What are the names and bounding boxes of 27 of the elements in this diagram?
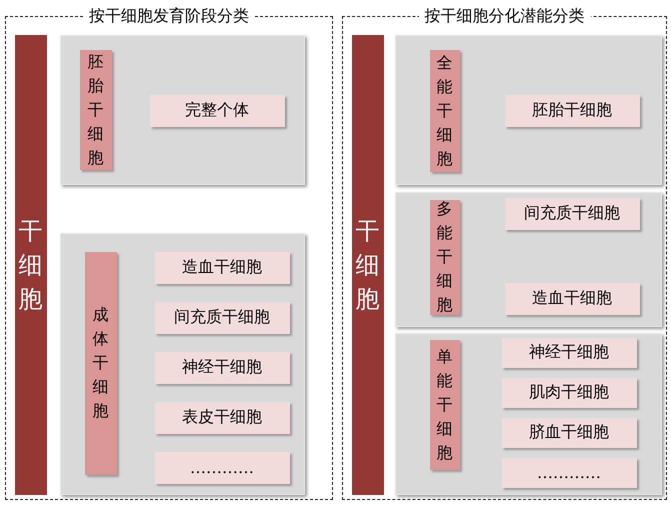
- cell-type-box: 表皮干细胞: [154, 402, 290, 434]
- cell-type-box: 造血干细胞: [154, 252, 290, 284]
- panel-title: 按干细胞发育阶段分类: [83, 6, 255, 25]
- group-panel: [394, 332, 662, 494]
- stem-cell-type-box: 全能干细胞: [430, 50, 460, 172]
- stem-cell-bar: 干细胞: [14, 34, 46, 494]
- cell-type-box: 间充质干细胞: [504, 198, 640, 230]
- cell-type-box: 肌肉干细胞: [502, 378, 636, 408]
- group-panel: [394, 34, 662, 184]
- cell-type-box: …………: [502, 458, 636, 488]
- cell-type-box: 神经干细胞: [502, 338, 636, 368]
- cell-type-box: 造血干细胞: [504, 282, 640, 314]
- group-panel: [60, 34, 304, 184]
- stem-cell-type-box: 成体干细胞: [84, 252, 116, 474]
- stem-cell-type-box: 多能干细胞: [430, 200, 460, 314]
- group-panel: [394, 192, 662, 326]
- panel-title: 按干细胞分化潜能分类: [418, 6, 590, 25]
- stem-cell-type-box: 胚胎干细胞: [80, 50, 112, 170]
- cell-type-box: 完整个体: [150, 94, 284, 126]
- cell-type-box: …………: [154, 452, 290, 484]
- stem-cell-bar: 干细胞: [352, 34, 384, 494]
- cell-type-box: 神经干细胞: [154, 352, 290, 384]
- cell-type-box: 间充质干细胞: [154, 302, 290, 334]
- cell-type-box: 脐血干细胞: [502, 418, 636, 448]
- stem-cell-type-box: 单能干细胞: [430, 340, 460, 470]
- group-panel: [60, 232, 304, 494]
- cell-type-box: 胚胎干细胞: [504, 94, 640, 126]
